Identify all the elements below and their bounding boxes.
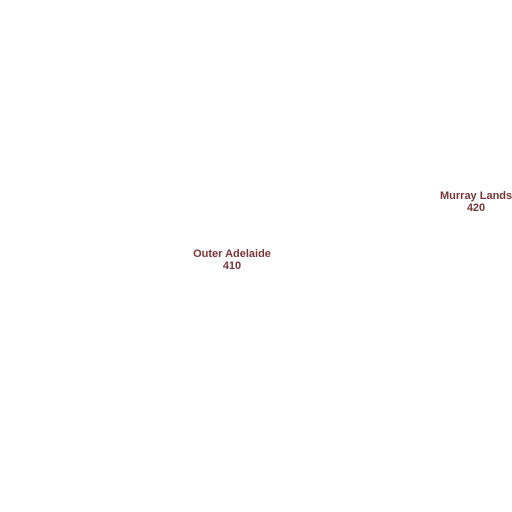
region-name: Outer Adelaide: [193, 248, 271, 260]
region-name: Murray Lands: [440, 190, 512, 202]
region-code: 410: [222, 260, 242, 272]
region-label-outer-adelaide: Outer Adelaide 410: [192, 248, 272, 272]
region-label-murray-lands: Murray Lands 420: [440, 190, 512, 214]
region-code: 420: [466, 202, 486, 214]
